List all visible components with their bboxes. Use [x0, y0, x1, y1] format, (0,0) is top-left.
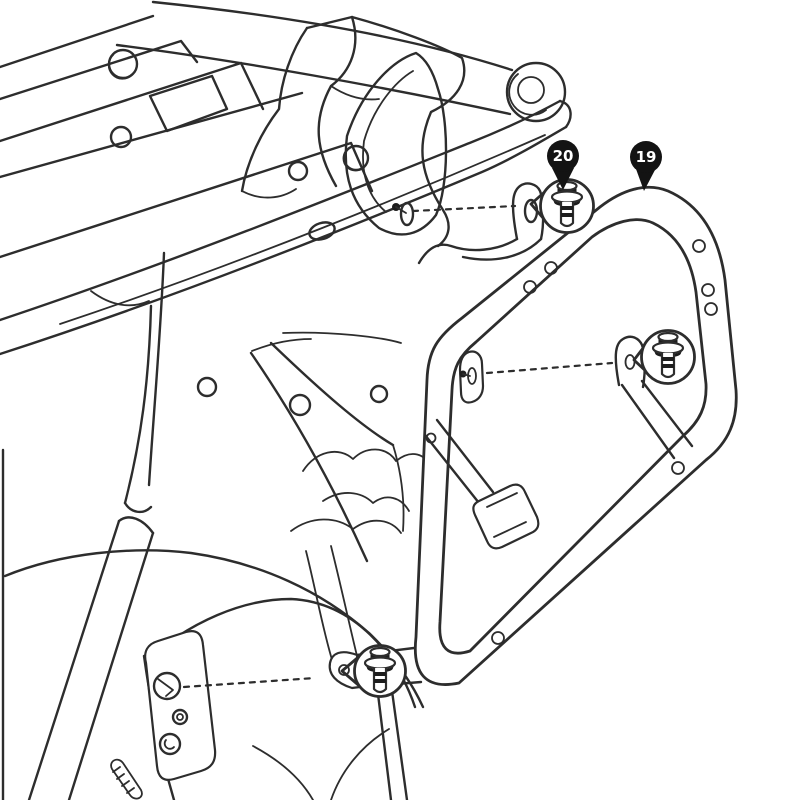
leader-upper	[411, 204, 517, 213]
frame-inner-opening	[438, 218, 708, 655]
callout-balloon-20: 20	[547, 140, 579, 190]
callout-19-label: 19	[636, 148, 657, 166]
rack-plates	[0, 14, 389, 417]
callout-balloon-19: 19	[630, 141, 662, 191]
bike-side-mount-tab	[458, 350, 485, 404]
lower-strut	[27, 516, 155, 800]
leader-lower	[182, 676, 317, 689]
side-panels	[1, 251, 432, 800]
leader-middle	[485, 361, 614, 375]
frame-foot-bracket	[423, 418, 540, 550]
bolt-callout-middle	[632, 329, 696, 385]
lower-mount-plate	[144, 630, 217, 781]
leader-lines	[182, 204, 614, 689]
bolt-callout-upper	[529, 178, 595, 234]
callout-20-label: 20	[553, 147, 574, 165]
motorcycle-rear-illustration	[0, 0, 572, 800]
upper-mount-bracket	[392, 182, 545, 265]
bolt-callout-lower	[340, 644, 407, 698]
tail-cowl	[240, 15, 466, 248]
side-case-frame	[328, 185, 738, 800]
